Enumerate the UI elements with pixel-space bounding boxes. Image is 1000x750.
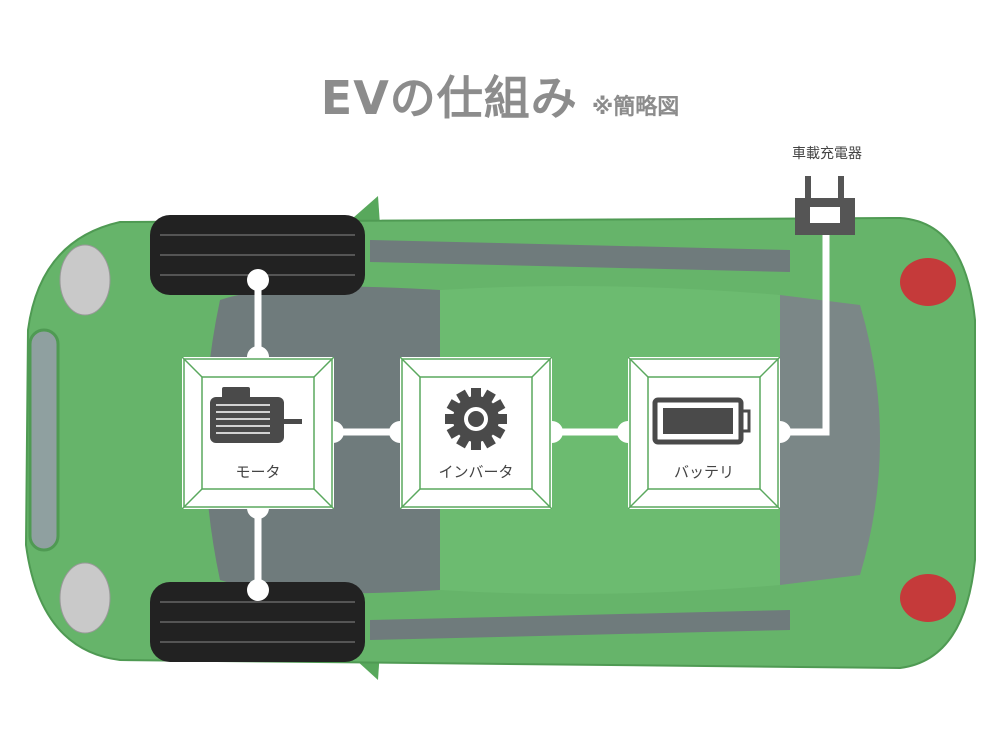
motor-box: モータ bbox=[182, 357, 334, 509]
side-window-bottom bbox=[370, 610, 790, 640]
battery-icon bbox=[652, 397, 751, 445]
battery-box: バッテリ bbox=[628, 357, 780, 509]
inverter-label: インバータ bbox=[438, 463, 514, 481]
rear-window bbox=[780, 295, 880, 585]
headlight-bottom bbox=[59, 562, 111, 634]
title-sub: ※簡略図 bbox=[591, 95, 680, 120]
taillight-top bbox=[900, 258, 956, 306]
battery-label: バッテリ bbox=[673, 463, 734, 481]
motor-label: モータ bbox=[235, 463, 281, 481]
title-main: EVの仕組み bbox=[320, 71, 578, 125]
page-title: EVの仕組み ※簡略図 bbox=[0, 62, 1000, 128]
motor-icon bbox=[210, 387, 302, 443]
plug-icon bbox=[795, 176, 855, 235]
grille bbox=[28, 328, 60, 552]
inverter-box: インバータ bbox=[400, 357, 552, 509]
gear-icon bbox=[445, 388, 507, 450]
side-window-top bbox=[370, 240, 790, 272]
taillight-bottom bbox=[900, 574, 956, 622]
charger-label: 車載充電器 bbox=[792, 146, 862, 162]
headlight-top bbox=[59, 244, 111, 316]
